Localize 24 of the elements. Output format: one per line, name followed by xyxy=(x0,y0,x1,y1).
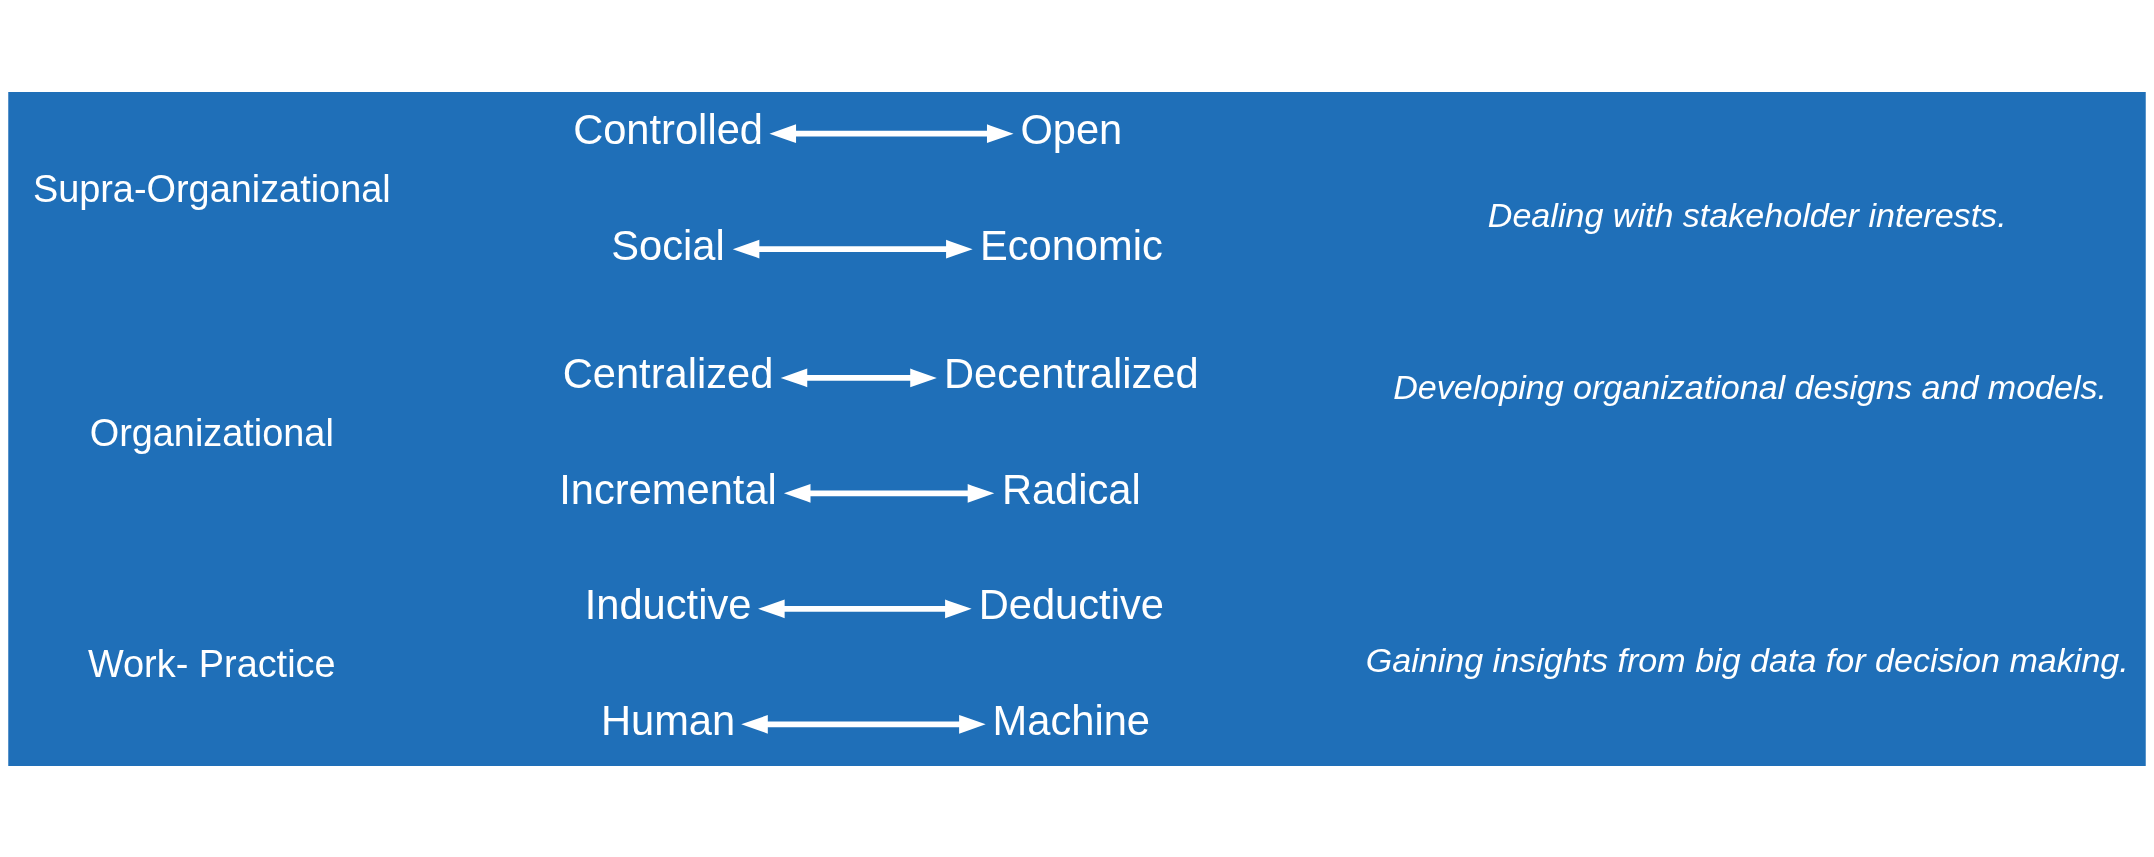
node-text: Inductive xyxy=(584,580,752,628)
label: Organizational xyxy=(89,411,334,454)
node-text: Incremental xyxy=(559,465,777,513)
node-text: Deductive xyxy=(978,580,1164,628)
node-text: Human xyxy=(600,696,736,744)
label: Developing organizational designs and models. xyxy=(1393,367,2108,406)
node-text: Machine xyxy=(992,696,1151,744)
node-text: Controlled xyxy=(573,105,763,153)
arrow xyxy=(769,123,1014,143)
arrow xyxy=(758,599,972,618)
node-text: Social xyxy=(611,221,725,269)
node-text: Decentralized xyxy=(944,349,1199,397)
label: Supra-Organizational xyxy=(32,167,391,210)
label: Work- Practice xyxy=(88,642,336,685)
label: Gaining insights from big data for decision making. xyxy=(1365,640,2129,679)
arrow xyxy=(732,239,973,258)
node-text: Economic xyxy=(979,221,1163,269)
arrow xyxy=(741,714,986,734)
arrow xyxy=(780,368,937,387)
node-text: Open xyxy=(1020,105,1123,153)
label: Dealing with stakeholder interests. xyxy=(1487,195,2007,234)
arrow xyxy=(783,483,995,503)
node-text: Radical xyxy=(1001,465,1141,513)
node-text: Centralized xyxy=(562,349,774,397)
